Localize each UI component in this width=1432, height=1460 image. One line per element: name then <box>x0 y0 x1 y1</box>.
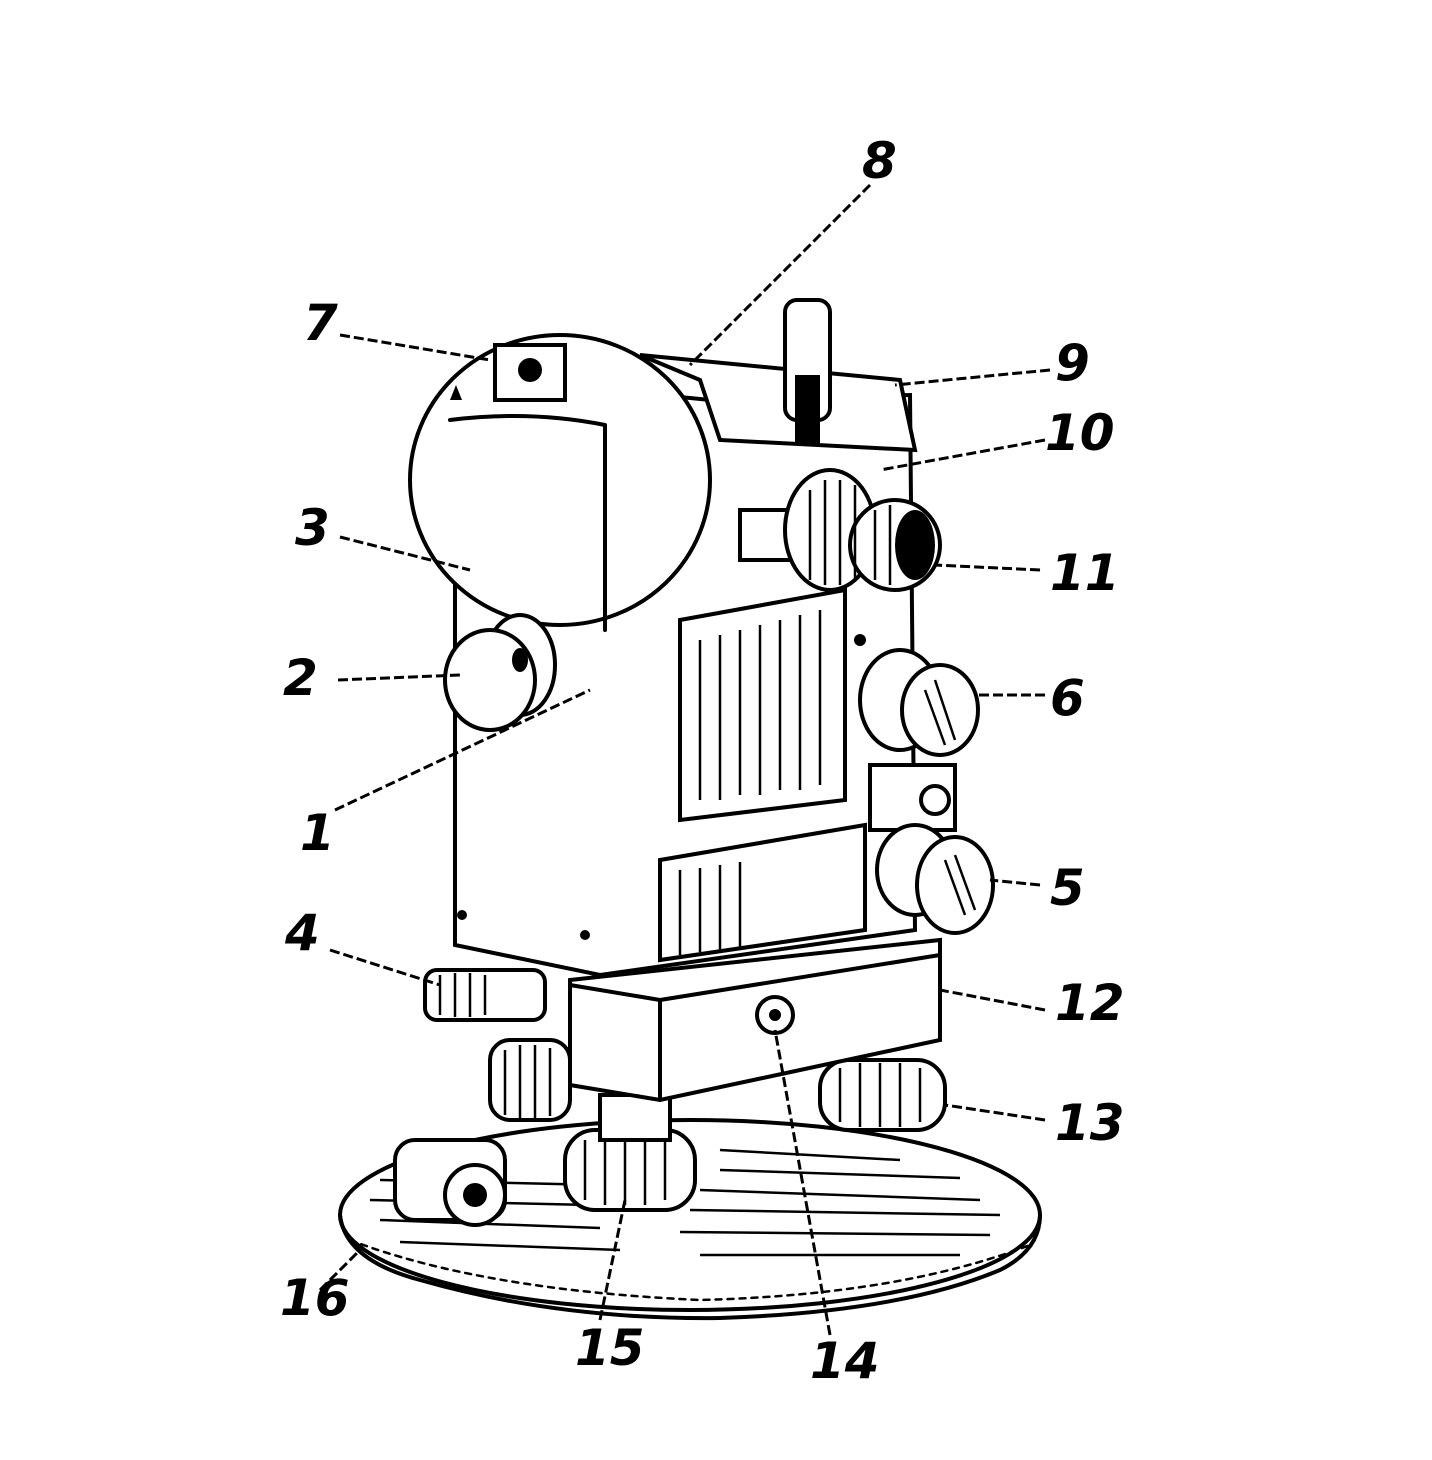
callout-16: 16 <box>280 1269 350 1327</box>
callout-11: 11 <box>1050 544 1120 602</box>
callout-12: 12 <box>1055 974 1125 1032</box>
callout-2: 2 <box>283 649 318 707</box>
callout-6: 6 <box>1050 669 1085 727</box>
callout-10: 10 <box>1045 404 1115 462</box>
telescope-housing <box>639 298 918 453</box>
clamp-block <box>868 763 957 832</box>
callout-13: 13 <box>1055 1094 1125 1152</box>
base-lock-knob <box>393 1138 507 1227</box>
callout-14: 14 <box>810 1332 880 1390</box>
clamp-screw <box>423 968 547 1022</box>
eyepiece <box>443 613 557 732</box>
tribrach <box>568 937 942 1103</box>
callout-7: 7 <box>303 294 338 352</box>
foot-screw-front <box>563 1093 697 1212</box>
focusing-knob <box>738 468 942 592</box>
callout-15: 15 <box>575 1319 645 1377</box>
vertical-tangent-knob <box>858 648 980 757</box>
vertical-circle-housing <box>408 333 712 632</box>
callout-labels: 1 2 3 4 5 6 7 8 9 10 11 12 13 14 15 16 <box>280 132 1125 1390</box>
callout-8: 8 <box>862 132 897 190</box>
callout-4: 4 <box>284 904 320 962</box>
callout-9: 9 <box>1055 334 1090 392</box>
callout-1: 1 <box>300 804 335 862</box>
horizontal-tangent-knob <box>875 823 995 935</box>
foot-screw-right <box>818 1058 947 1132</box>
callout-3: 3 <box>295 499 330 557</box>
foot-screw-left <box>488 1038 572 1122</box>
callout-5: 5 <box>1050 859 1085 917</box>
leader-lines <box>318 183 1051 1336</box>
